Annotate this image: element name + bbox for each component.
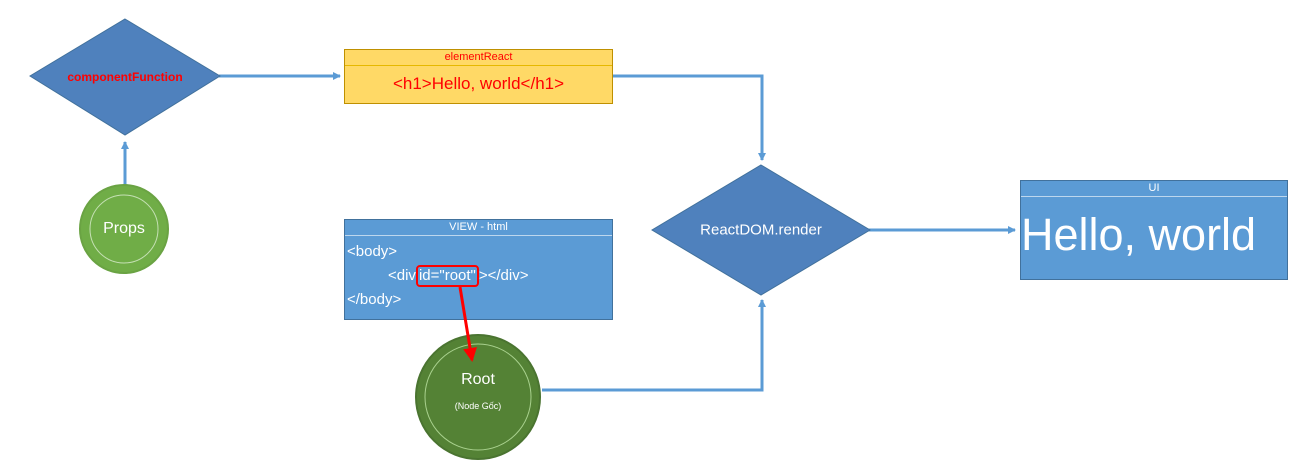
view-html-div-suffix: ></div> <box>478 267 529 284</box>
view-html-line-body-open: <body> <box>347 243 398 260</box>
view-html-div-prefix: <div <box>388 267 416 284</box>
element-react-box: elementReact <h1>Hello, world</h1> <box>344 49 613 104</box>
root-sublabel: (Node Gốc) <box>454 401 502 411</box>
root-label: Root <box>461 371 495 388</box>
ui-box: UI Hello, world <box>1020 180 1288 280</box>
react-dom-render-label: ReactDOM.render <box>700 221 822 239</box>
view-html-line-body-close: </body> <box>347 291 402 308</box>
root-circle <box>415 334 541 460</box>
ui-content: Hello, world <box>1021 209 1257 260</box>
props-label: Props <box>103 220 145 237</box>
edge-root-to-render <box>542 299 766 392</box>
root-circle-inner-ring <box>424 343 532 451</box>
root-id-highlight: id="root" <box>415 265 479 287</box>
element-react-title: elementReact <box>345 50 612 66</box>
ui-title: UI <box>1021 181 1287 197</box>
react-dom-render-diamond <box>651 164 871 296</box>
component-function-label: componentFunction <box>67 70 183 84</box>
component-function-diamond <box>29 18 221 136</box>
edge-element-to-render <box>613 74 766 161</box>
view-html-title: VIEW - html <box>345 220 612 236</box>
props-circle-inner-ring <box>89 194 159 264</box>
props-circle <box>79 184 169 274</box>
element-react-content: <h1>Hello, world</h1> <box>392 74 565 93</box>
